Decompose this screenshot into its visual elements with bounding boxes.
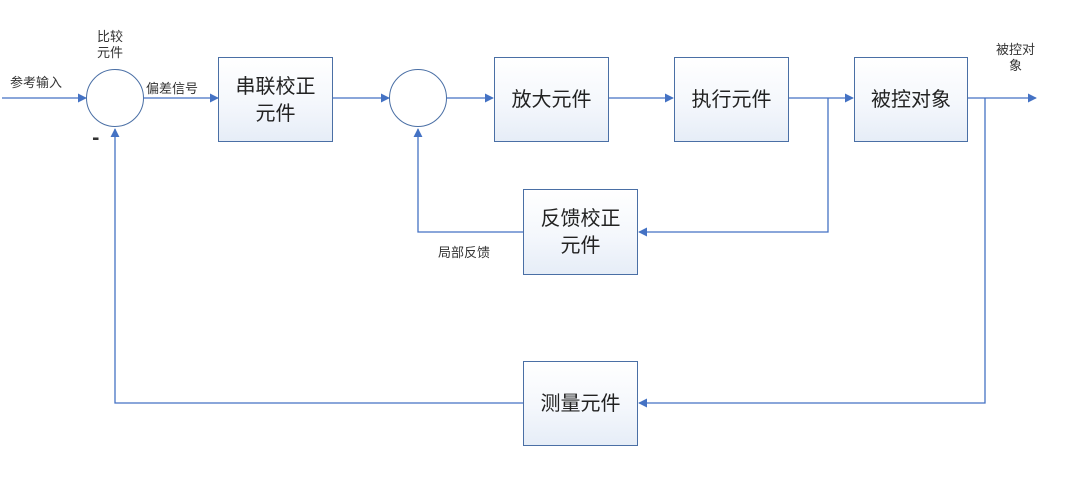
main-feedback-line	[638, 98, 986, 408]
local-summing-junction	[389, 69, 447, 127]
controlled-output-label: 被控对 象	[996, 43, 1036, 74]
series-correction-block: 串联校正 元件	[218, 57, 333, 142]
feedback-correction-block: 反馈校正 元件	[523, 189, 638, 275]
local-feedback-line	[638, 98, 829, 237]
measurement-block: 测量元件	[523, 361, 638, 446]
plant-block: 被控对象	[854, 57, 968, 142]
error-signal-label: 偏差信号	[146, 82, 199, 97]
local-feedback-label: 局部反馈	[438, 246, 491, 261]
actuator-block: 执行元件	[674, 57, 789, 142]
reference-input-label: 参考输入	[10, 76, 63, 91]
comparator-junction	[86, 69, 144, 127]
local-feedback-return-line	[413, 128, 523, 233]
minus-sign: -	[92, 128, 100, 149]
comparator-label: 比较 元件	[97, 30, 124, 61]
amplifier-block: 放大元件	[494, 57, 609, 142]
main-feedback-return-line	[110, 128, 523, 404]
